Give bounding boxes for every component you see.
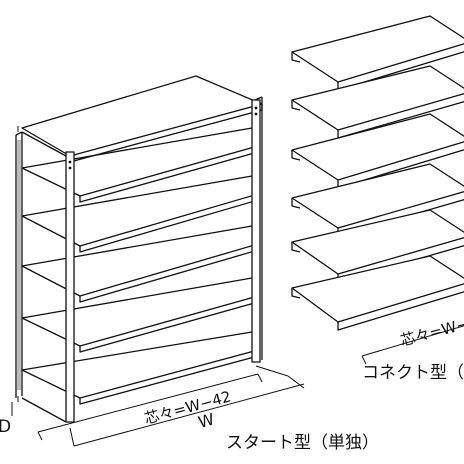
start-front-frame: [21, 99, 261, 423]
start-width-label: W: [196, 409, 216, 431]
start-pitch-label: 芯々=W−42: [142, 387, 233, 427]
connect-pitch-label: 芯々=W−: [398, 314, 464, 349]
start-type-label: スタート型（単独）: [226, 433, 379, 453]
connect-shelf-3: [291, 113, 464, 189]
connect-shelf-6: [291, 255, 464, 331]
depth-dimension: [11, 126, 19, 416]
start-pitch-dimension: [37, 365, 305, 447]
connect-shelf-2: [291, 65, 464, 139]
start-front-frame-holes: [68, 106, 258, 170]
connect-shelf-1: [291, 15, 464, 91]
depth-label: D: [0, 417, 11, 437]
connect-pitch-dimension: [361, 325, 464, 365]
connect-type-label: コネクト型（: [362, 363, 464, 383]
start-left-frame-shade: [17, 140, 21, 390]
